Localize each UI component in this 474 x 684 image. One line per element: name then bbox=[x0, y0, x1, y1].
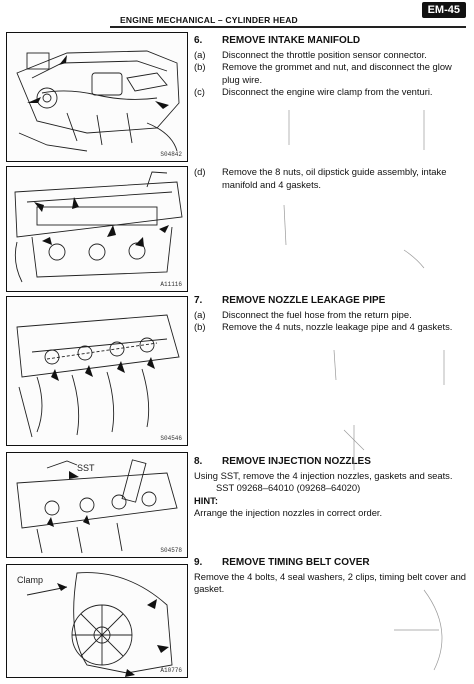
header-title: ENGINE MECHANICAL – CYLINDER HEAD bbox=[120, 15, 298, 25]
section-title: REMOVE NOZZLE LEAKAGE PIPE bbox=[222, 295, 386, 306]
page-number-badge: EM-45 bbox=[421, 2, 466, 18]
figure-code: A10776 bbox=[160, 667, 182, 674]
step-a: (a) Disconnect the throttle position sen… bbox=[194, 49, 470, 62]
header-rule bbox=[110, 26, 466, 28]
section-number: 6. bbox=[194, 35, 203, 46]
step-text: Disconnect the engine wire clamp from th… bbox=[222, 86, 433, 98]
figure-code: S04842 bbox=[160, 151, 182, 158]
section-heading: 9. REMOVE TIMING BELT COVER bbox=[194, 557, 470, 570]
step-text: Disconnect the fuel hose from the return… bbox=[222, 308, 412, 320]
figure-injection-nozzles: SST S04578 bbox=[6, 452, 188, 558]
section-heading: 6. REMOVE INTAKE MANIFOLD bbox=[194, 35, 470, 48]
sst-part-number: SST 09268–64010 (09268–64020) bbox=[216, 482, 361, 494]
section-title: REMOVE TIMING BELT COVER bbox=[222, 557, 370, 568]
figure-throttle-sensor: S04842 bbox=[6, 32, 188, 162]
instruction-text: Remove the 4 bolts, 4 seal washers, 2 cl… bbox=[194, 570, 467, 595]
section-remove-timing-belt-cover: 9. REMOVE TIMING BELT COVER Remove the 4… bbox=[194, 557, 470, 596]
engine-illustration bbox=[16, 50, 180, 152]
step-letter: (a) bbox=[194, 48, 206, 60]
section-heading: 8. REMOVE INJECTION NOZZLES bbox=[194, 456, 470, 469]
section-heading: 7. REMOVE NOZZLE LEAKAGE PIPE bbox=[194, 295, 470, 308]
figure-nozzle-leakage-pipe: S04546 bbox=[6, 296, 188, 446]
step-b: (b) Remove the grommet and nut, and disc… bbox=[194, 61, 470, 86]
engine-illustration bbox=[14, 171, 183, 283]
section-number: 9. bbox=[194, 557, 203, 568]
step-letter: (b) bbox=[194, 321, 206, 333]
step-a: (a) Disconnect the fuel hose from the re… bbox=[194, 309, 470, 322]
section-title: REMOVE INTAKE MANIFOLD bbox=[222, 35, 361, 46]
section-number: 7. bbox=[194, 295, 203, 306]
section-remove-intake-manifold: 6. REMOVE INTAKE MANIFOLD (a) Disconnect… bbox=[194, 35, 470, 99]
figure-code: S04578 bbox=[160, 547, 182, 554]
section-6-step-d: (d) Remove the 8 nuts, oil dipstick guid… bbox=[194, 166, 470, 191]
step-letter: (c) bbox=[194, 86, 205, 98]
step-text: Remove the 8 nuts, oil dipstick guide as… bbox=[222, 166, 447, 190]
section-remove-injection-nozzles: 8. REMOVE INJECTION NOZZLES Using SST, r… bbox=[194, 456, 470, 520]
clamp-label: Clamp bbox=[17, 575, 44, 585]
page-header: ENGINE MECHANICAL – CYLINDER HEAD EM-45 bbox=[0, 0, 474, 30]
figure-intake-manifold: A11116 bbox=[6, 166, 188, 292]
hint-label: HINT: bbox=[194, 494, 218, 506]
section-number: 8. bbox=[194, 456, 203, 467]
figure-code: A11116 bbox=[160, 281, 182, 288]
figure-timing-belt-cover: Clamp A10776 bbox=[6, 564, 188, 678]
step-letter: (b) bbox=[194, 61, 206, 73]
engine-illustration bbox=[26, 572, 173, 677]
engine-illustration bbox=[16, 459, 178, 554]
engine-illustration bbox=[16, 314, 180, 438]
section-title: REMOVE INJECTION NOZZLES bbox=[222, 456, 371, 467]
step-text: Remove the grommet and nut, and disconne… bbox=[222, 61, 452, 85]
sst-label: SST bbox=[77, 463, 95, 473]
instruction-text: Using SST, remove the 4 injection nozzle… bbox=[194, 469, 453, 481]
step-text: Remove the 4 nuts, nozzle leakage pipe a… bbox=[222, 321, 453, 333]
section-remove-nozzle-leakage-pipe: 7. REMOVE NOZZLE LEAKAGE PIPE (a) Discon… bbox=[194, 295, 470, 334]
step-d: (d) Remove the 8 nuts, oil dipstick guid… bbox=[194, 166, 470, 191]
hint-text: Arrange the injection nozzles in correct… bbox=[194, 507, 383, 519]
step-letter: (d) bbox=[194, 166, 206, 177]
step-letter: (a) bbox=[194, 308, 206, 320]
step-b: (b) Remove the 4 nuts, nozzle leakage pi… bbox=[194, 321, 470, 334]
figure-code: S04546 bbox=[160, 435, 182, 442]
step-text: Disconnect the throttle position sensor … bbox=[222, 48, 427, 60]
step-c: (c) Disconnect the engine wire clamp fro… bbox=[194, 86, 470, 99]
